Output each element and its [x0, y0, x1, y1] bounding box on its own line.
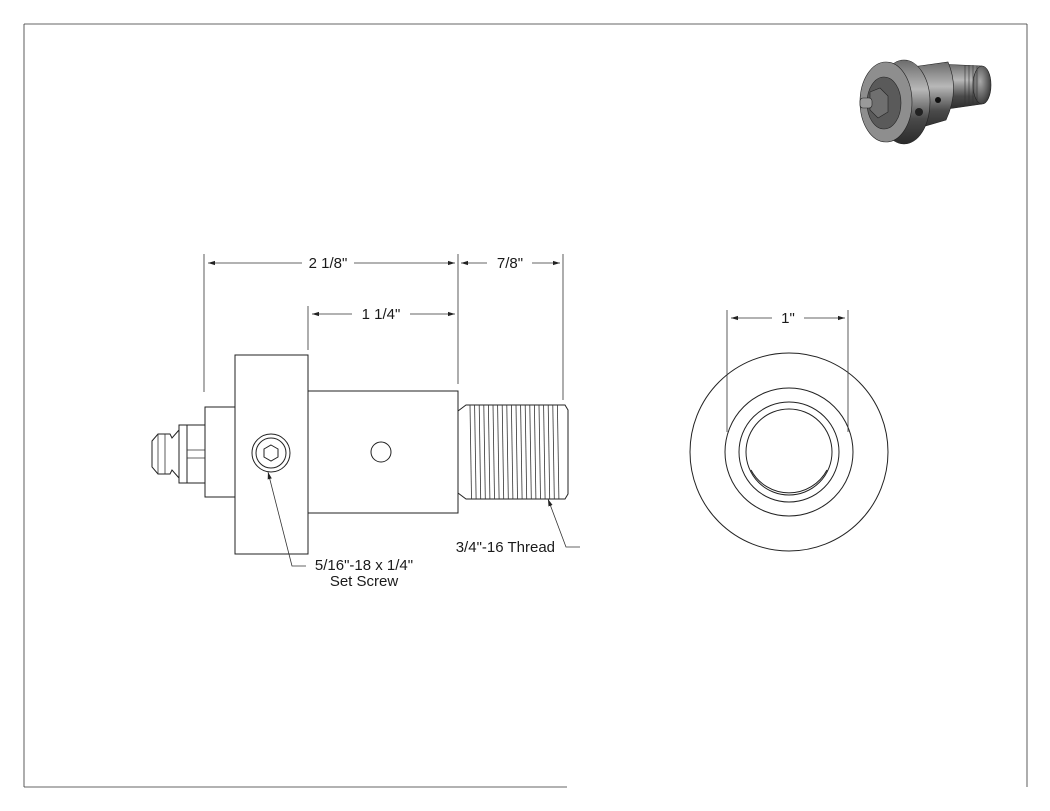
body — [307, 390, 459, 514]
callout-thread: 3/4"-16 Thread — [456, 498, 580, 556]
thread-label: 3/4"-16 Thread — [456, 539, 555, 556]
body-length-label: 1 1/4" — [362, 306, 401, 323]
rear-boss — [204, 406, 236, 498]
set-screw-label-line2: Set Screw — [330, 573, 399, 590]
overall-length-label: 2 1/8" — [309, 255, 348, 272]
dim-bore-diameter: 1" — [726, 310, 849, 432]
end-view: 1" — [689, 310, 889, 552]
set-screw-label-line1: 5/16"-18 x 1/4" — [315, 557, 413, 574]
bore-diameter-label: 1" — [781, 310, 795, 327]
dim-body-length: 1 1/4" — [307, 306, 455, 350]
grease-fitting — [151, 424, 206, 484]
sheet-border — [23, 23, 1028, 788]
thread-length-label: 7/8" — [497, 255, 523, 272]
dim-thread-length: 7/8" — [461, 254, 564, 400]
collar — [234, 354, 309, 555]
side-view: 2 1/8" 7/8" 1 1/4" 5/16"-18 x 1/4" Set S… — [151, 254, 580, 590]
callout-set-screw: 5/16"-18 x 1/4" Set Screw — [267, 471, 413, 590]
thread — [457, 404, 569, 500]
grease-hole-icon — [370, 441, 392, 463]
set-screw-icon — [251, 433, 291, 473]
isometric-view — [859, 59, 992, 145]
dim-overall-length: 2 1/8" — [203, 254, 459, 392]
